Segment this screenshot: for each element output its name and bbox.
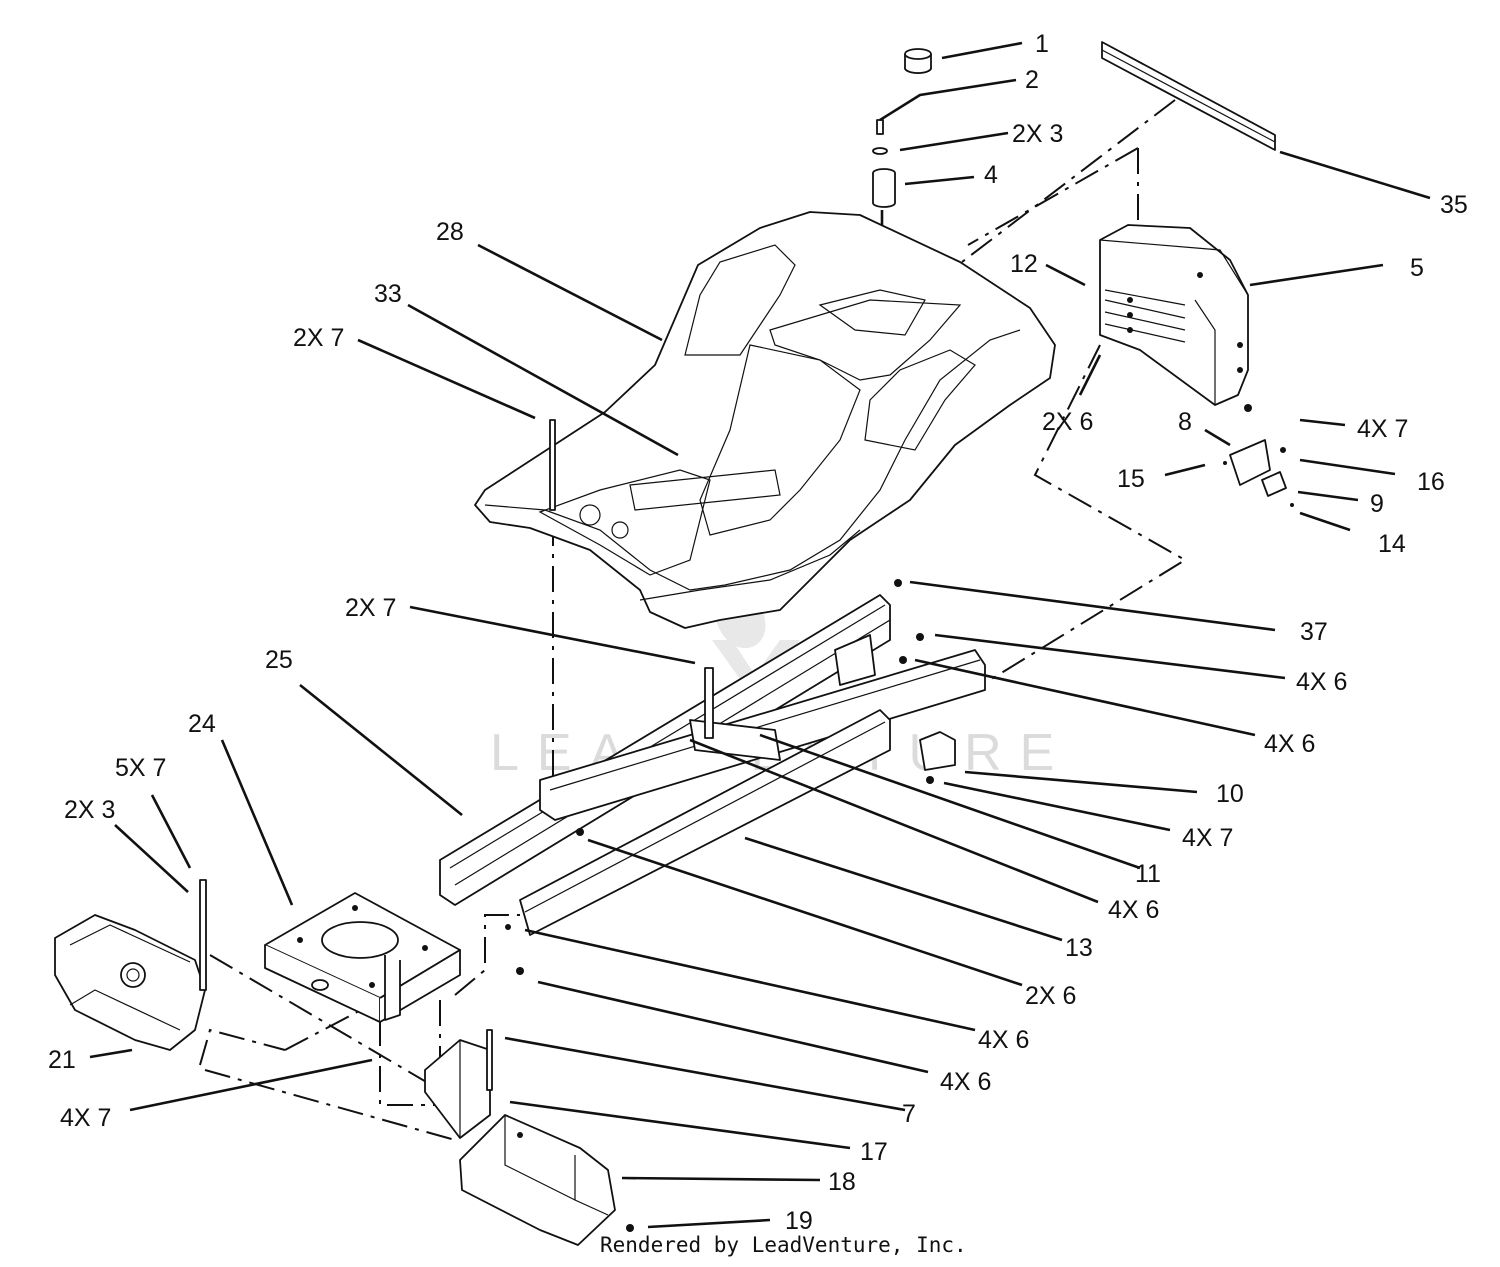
- callout-16: 16: [1417, 468, 1445, 496]
- callout-17: 17: [860, 1138, 888, 1166]
- part-upper-bracket: [1099, 224, 1249, 406]
- callout-4x7-left: 4X 7: [60, 1104, 111, 1132]
- callout-4x6-b: 4X 6: [1264, 730, 1315, 758]
- callout-35: 35: [1440, 191, 1468, 219]
- callout-5: 5: [1410, 254, 1424, 282]
- callout-4x6-d: 4X 6: [978, 1026, 1029, 1054]
- callout-2x3-top: 2X 3: [1012, 120, 1063, 148]
- callout-21: 21: [48, 1046, 76, 1074]
- callout-28: 28: [436, 218, 464, 246]
- callout-4x7-mid: 4X 7: [1182, 824, 1233, 852]
- callout-10: 10: [1216, 780, 1244, 808]
- callout-2x7-seat: 2X 7: [293, 324, 344, 352]
- callout-5x7: 5X 7: [115, 754, 166, 782]
- callout-33: 33: [374, 280, 402, 308]
- callout-2: 2: [1025, 66, 1039, 94]
- callout-18: 18: [828, 1168, 856, 1196]
- callout-24: 24: [188, 710, 216, 738]
- part-fender: [474, 211, 1056, 629]
- callout-2x7-frame: 2X 7: [345, 594, 396, 622]
- part-switch-bracket: [1223, 404, 1294, 507]
- part-plate: [264, 892, 461, 1023]
- callout-25: 25: [265, 646, 293, 674]
- callout-12: 12: [1010, 250, 1038, 278]
- assembly-centerlines: [199, 99, 1187, 1141]
- part-front-bracket: [54, 879, 207, 1051]
- part-angle-bar: [1101, 41, 1276, 151]
- callout-4: 4: [984, 161, 998, 189]
- callout-4x6-a: 4X 6: [1296, 668, 1347, 696]
- callout-2x6-frame: 2X 6: [1025, 982, 1076, 1010]
- callout-15: 15: [1117, 465, 1145, 493]
- callout-2x6-bracket: 2X 6: [1042, 408, 1093, 436]
- part-rear-shield: [424, 1029, 634, 1246]
- callout-9: 9: [1370, 490, 1384, 518]
- callout-11: 11: [1135, 860, 1161, 888]
- callout-37: 37: [1300, 618, 1328, 646]
- callout-13: 13: [1065, 934, 1093, 962]
- part-cap: [904, 48, 932, 74]
- leader-lines: [89, 41, 1431, 1229]
- callout-4x7-bracket: 4X 7: [1357, 415, 1408, 443]
- callout-8: 8: [1178, 408, 1192, 436]
- callout-19: 19: [785, 1207, 813, 1235]
- callout-2x3-left: 2X 3: [64, 796, 115, 824]
- callout-1: 1: [1035, 30, 1049, 58]
- callout-4x6-e: 4X 6: [940, 1068, 991, 1096]
- callout-labels: 1 2 2X 3 4 35 28 12 5 33 2X 7 2X 6 8 4X …: [48, 30, 1468, 1235]
- render-credit: Rendered by LeadVenture, Inc.: [600, 1233, 967, 1257]
- callout-7: 7: [902, 1100, 916, 1128]
- callout-14: 14: [1378, 530, 1406, 558]
- callout-4x6-c: 4X 6: [1108, 896, 1159, 924]
